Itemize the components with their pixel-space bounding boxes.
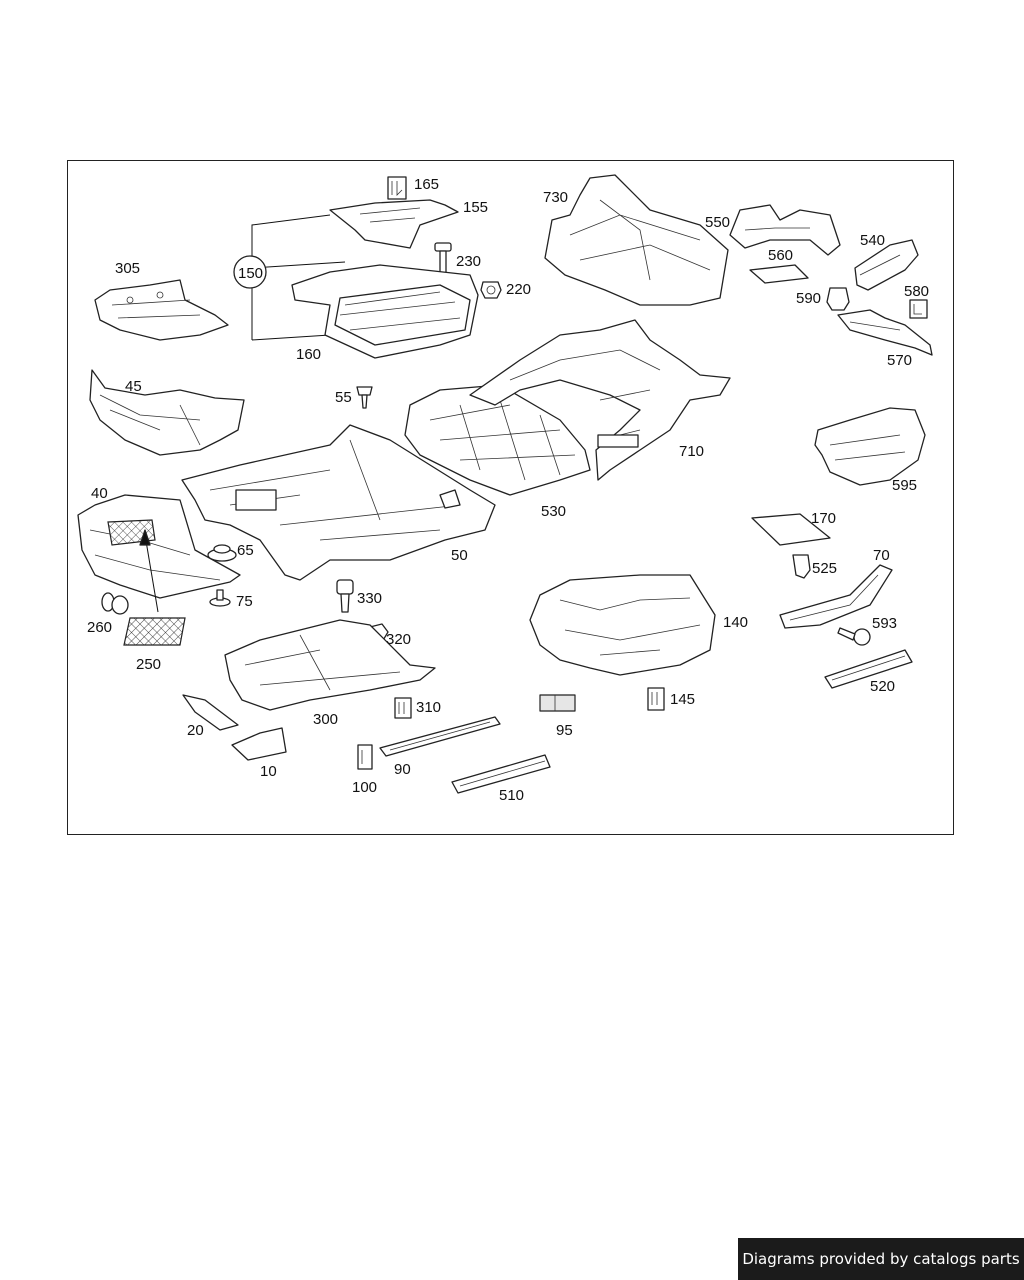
parts-diagram-frame	[67, 160, 954, 835]
part-593-screw	[837, 627, 871, 646]
callout-580: 580	[904, 283, 929, 300]
part-75-clip	[209, 589, 231, 607]
part-145-clip	[647, 687, 665, 711]
part-510-sill-plate	[451, 754, 551, 794]
part-50-front-carpet	[181, 424, 496, 581]
part-150-group-bracket	[233, 214, 346, 341]
part-710-front-carpet	[469, 319, 731, 481]
callout-520: 520	[870, 678, 895, 695]
callout-40: 40	[91, 485, 108, 502]
credit-banner: Diagrams provided by catalogs parts	[738, 1238, 1024, 1280]
part-230-bolt	[434, 242, 452, 277]
callout-570: 570	[887, 352, 912, 369]
part-560-pad	[749, 264, 809, 284]
part-525-clip	[792, 554, 811, 579]
callout-50: 50	[451, 547, 468, 564]
part-140-tunnel	[529, 574, 716, 676]
callout-150: 150	[238, 265, 263, 282]
callout-510: 510	[499, 787, 524, 804]
callout-55: 55	[335, 389, 352, 406]
callout-595: 595	[892, 477, 917, 494]
part-220-nut	[480, 281, 502, 299]
callout-300: 300	[313, 711, 338, 728]
callout-305: 305	[115, 260, 140, 277]
part-540-block	[854, 239, 919, 291]
part-570-bracket	[837, 309, 933, 356]
part-590-nut	[826, 287, 850, 311]
callout-140: 140	[723, 614, 748, 631]
callout-540: 540	[860, 232, 885, 249]
callout-170: 170	[811, 510, 836, 527]
callout-320: 320	[386, 631, 411, 648]
callout-560: 560	[768, 247, 793, 264]
part-65-button	[207, 544, 237, 562]
callout-230: 230	[456, 253, 481, 270]
callout-155: 155	[463, 199, 488, 216]
callout-590: 590	[796, 290, 821, 307]
part-310-clip	[394, 697, 412, 719]
callout-710: 710	[679, 443, 704, 460]
callout-260: 260	[87, 619, 112, 636]
callout-250: 250	[136, 656, 161, 673]
part-730-liner	[544, 174, 729, 306]
part-520-sill-plate	[824, 649, 913, 689]
callout-145: 145	[670, 691, 695, 708]
callout-labels: 165 155 150 230 220 160 305 730 550 560 …	[87, 176, 929, 804]
callout-75: 75	[236, 593, 253, 610]
callout-160: 160	[296, 346, 321, 363]
part-170-pad	[751, 513, 831, 546]
callout-10: 10	[260, 763, 277, 780]
part-95-block	[539, 694, 576, 712]
part-100-clip	[357, 744, 373, 770]
callout-730: 730	[543, 189, 568, 206]
part-330-bolt	[336, 579, 354, 613]
callout-95: 95	[556, 722, 573, 739]
callout-220: 220	[506, 281, 531, 298]
part-160-tray	[291, 264, 479, 359]
part-40-kick-panel	[77, 494, 241, 599]
part-20-trim	[182, 694, 239, 731]
part-90-sill-strip	[379, 716, 501, 757]
part-260-grommet	[101, 592, 129, 615]
part-250-mesh-net	[107, 519, 186, 646]
callout-45: 45	[125, 378, 142, 395]
part-155-cover	[329, 199, 459, 249]
callout-20: 20	[187, 722, 204, 739]
callout-330: 330	[357, 590, 382, 607]
callout-310: 310	[416, 699, 441, 716]
part-595-trim	[814, 407, 926, 486]
callout-65: 65	[237, 542, 254, 559]
callout-593: 593	[872, 615, 897, 632]
part-550-arch-trim	[729, 204, 841, 256]
callout-165: 165	[414, 176, 439, 193]
callout-100: 100	[352, 779, 377, 796]
callout-90: 90	[394, 761, 411, 778]
part-580-clip	[909, 299, 928, 319]
callout-70: 70	[873, 547, 890, 564]
part-305-insulation	[94, 279, 229, 341]
callout-525: 525	[812, 560, 837, 577]
part-10-end-cap	[231, 727, 287, 761]
part-165-clip	[387, 176, 407, 200]
part-300-floor-panel	[224, 619, 436, 711]
part-55-screw	[356, 386, 373, 409]
part-45-front-panel	[89, 369, 245, 456]
part-70-sill-trim	[779, 564, 893, 629]
callout-550: 550	[705, 214, 730, 231]
callout-530: 530	[541, 503, 566, 520]
